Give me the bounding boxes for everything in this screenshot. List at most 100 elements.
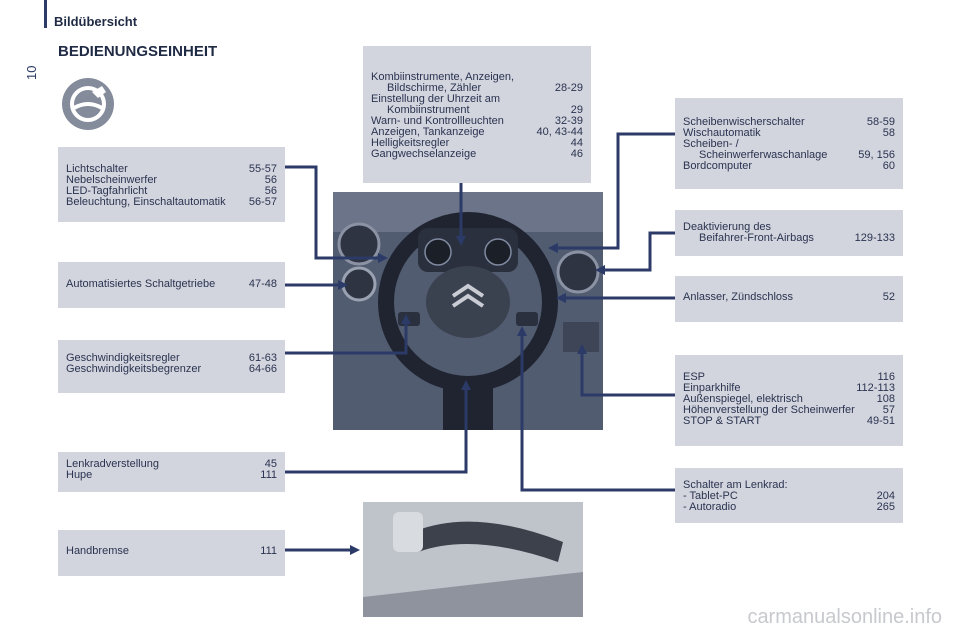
reference-label: LED-Tagfahrlicht [66,185,148,197]
info-box-handbrake: Handbremse 111 [58,530,285,576]
reference-pages: 204 [876,490,895,502]
reference-pages: 111 [260,469,277,481]
reference-label: Geschwindigkeitsregler [66,352,180,364]
info-box-instruments: Kombiinstrumente, Anzeigen,Bildschirme, … [363,46,591,183]
reference-label: Lichtschalter [66,163,128,175]
page-reference-row: Geschwindigkeitsbegrenzer 64-66 [66,364,277,375]
page-reference-row: Handbremse 111 [66,546,277,557]
reference-label: Einparkhilfe [683,382,741,394]
dashboard-photo [333,192,603,430]
reference-pages: 129-133 [854,232,895,244]
reference-label: Anlasser, Zündschloss [683,291,794,303]
page-reference-row: Automatisiertes Schaltgetriebe 47-48 [66,279,277,290]
reference-label: STOP & START [683,415,762,427]
reference-pages: 46 [570,148,583,160]
reference-label: Höhenverstellung der Scheinwerfer [683,404,855,416]
reference-pages: 108 [876,393,895,405]
reference-label: Automatisiertes Schaltgetriebe [66,278,216,290]
reference-label: ESP [683,371,706,383]
reference-label: - Tablet-PC [683,490,738,502]
page-reference-row: Beifahrer-Front-Airbags 129-133 [683,233,895,244]
reference-label: Scheibenwischerschalter [683,116,805,128]
page-reference-row: Helligkeitsregler 44 [371,138,583,149]
page-reference-row: Einparkhilfe 112-113 [683,383,895,394]
page-reference-row: LED-Tagfahrlicht 56 [66,186,277,197]
reference-label: - Autoradio [683,501,737,513]
reference-pages: 112-113 [856,382,895,394]
reference-pages: 45 [264,458,277,470]
reference-label: Beleuchtung, Einschaltautomatik [66,196,226,208]
reference-label: Anzeigen, Tankanzeige [371,126,485,138]
reference-label: Lenkradverstellung [66,458,159,470]
reference-label: Nebelscheinwerfer [66,174,158,186]
reference-pages: 44 [570,137,583,149]
page-reference-row: ESP 116 [683,372,895,383]
reference-pages: 32-39 [554,115,583,127]
reference-pages: 57 [882,404,895,416]
reference-label: Helligkeitsregler [371,137,450,149]
reference-pages: 56 [264,185,277,197]
header-bar [44,0,47,28]
reference-label: Bordcomputer [683,160,753,172]
page-reference-row: Warn- und Kontrollleuchten 32-39 [371,116,583,127]
reference-pages: 47-48 [248,278,277,290]
page-reference-row: Kombiinstrument 29 [371,105,583,116]
page-reference-row: - Tablet-PC 204 [683,491,895,502]
page-reference-row: Deaktivierung des [683,222,895,233]
info-box-ignition: Anlasser, Zündschloss 52 [675,276,903,322]
reference-label: Scheiben- / [683,138,739,150]
section-title: BEDIENUNGSEINHEIT [58,43,218,60]
reference-pages: 116 [877,371,895,383]
reference-pages: 111 [260,545,277,557]
reference-label: Kombiinstrumente, Anzeigen, [371,71,515,83]
page-header-title: Bildübersicht [54,14,138,29]
page-reference-row: Geschwindigkeitsregler 61-63 [66,353,277,364]
reference-label: Deaktivierung des [683,221,772,233]
page-reference-row: Scheinwerferwaschanlage 59, 156 [683,150,895,161]
page-reference-row: Kombiinstrumente, Anzeigen, [371,72,583,83]
reference-pages: 49-51 [866,415,895,427]
reference-pages: 60 [882,160,895,172]
page-reference-row: Einstellung der Uhrzeit am [371,94,583,105]
page-reference-row: Scheiben- / [683,139,895,150]
reference-pages: 52 [882,291,895,303]
page-reference-row: STOP & START 49-51 [683,416,895,427]
page-reference-row: Schalter am Lenkrad: [683,480,895,491]
reference-pages: 29 [570,104,583,116]
reference-label: Wischautomatik [683,127,761,139]
reference-pages: 265 [876,501,895,513]
watermark: carmanualsonline.info [747,606,942,628]
reference-pages: 61-63 [248,352,277,364]
reference-label: Beifahrer-Front-Airbags [699,232,814,244]
page-reference-row: Höhenverstellung der Scheinwerfer 57 [683,405,895,416]
reference-label: Außenspiegel, elektrisch [683,393,803,405]
reference-pages: 58-59 [866,116,895,128]
reference-pages: 59, 156 [858,149,895,161]
reference-label: Handbremse [66,545,129,557]
reference-pages: 40, 43-44 [536,126,583,138]
page-reference-row: Anlasser, Zündschloss 52 [683,292,895,303]
page-reference-row: Außenspiegel, elektrisch 108 [683,394,895,405]
reference-label: Geschwindigkeitsbegrenzer [66,363,202,375]
handbrake-photo [363,502,583,617]
reference-label: Kombiinstrument [387,104,470,116]
reference-pages: 28-29 [554,82,583,94]
reference-label: Scheinwerferwaschanlage [699,149,828,161]
reference-pages: 64-66 [248,363,277,375]
info-box-steering-wheel-switches: Schalter am Lenkrad:- Tablet-PC 204 - Auto… [675,468,903,523]
page-reference-row: Anzeigen, Tankanzeige 40, 43-44 [371,127,583,138]
reference-label: Gangwechselanzeige [371,148,477,160]
page-reference-row: Gangwechselanzeige 46 [371,149,583,160]
page-reference-row: Scheibenwischerschalter 58-59 [683,117,895,128]
page-reference-row: Lenkradverstellung 45 [66,459,277,470]
reference-label: Warn- und Kontrollleuchten [371,115,504,127]
